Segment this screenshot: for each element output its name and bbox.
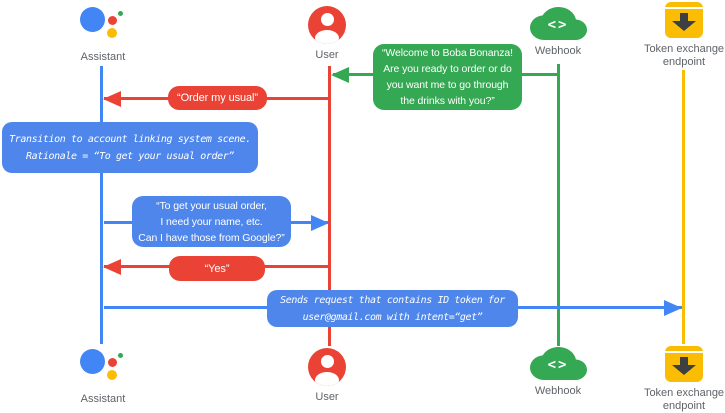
person-icon (308, 348, 346, 386)
welcome-arrowhead-icon (331, 66, 349, 83)
assistant-label: Assistant (80, 393, 126, 405)
actor-assistant-top: Assistant (43, 6, 163, 64)
download-arrow-icon (680, 13, 688, 22)
yes-arrowhead-icon (103, 258, 121, 275)
sends-arrowhead-icon (664, 299, 682, 316)
actor-token-bottom: Token exchange endpoint (624, 346, 725, 413)
actor-token-top: Token exchange endpoint (624, 2, 725, 69)
person-icon (308, 6, 346, 44)
assistant-label: Assistant (80, 51, 126, 63)
token-endpoint-label: Token exchange endpoint (643, 43, 725, 68)
actor-assistant-bottom: Assistant (43, 348, 163, 406)
user-label: User (315, 391, 339, 403)
assistant-lifeline (99, 66, 103, 344)
actor-user-top: User (267, 6, 387, 62)
download-arrow-icon (680, 357, 688, 366)
welcome-message-bubble: “Welcome to Boba Bonanza! Are you ready … (373, 44, 522, 110)
user-lifeline (328, 66, 331, 346)
google-assistant-icon (80, 348, 126, 388)
archive-download-icon (665, 2, 703, 38)
webhook-label: Webhook (534, 45, 582, 57)
transition-note-bubble: Transition to account linking system sce… (2, 122, 258, 173)
google-assistant-icon (80, 6, 126, 46)
webhook-label: Webhook (534, 385, 582, 397)
yes-message-bubble: “Yes” (169, 256, 265, 281)
user-label: User (315, 49, 339, 61)
code-brackets-glyph: <> (547, 17, 569, 33)
token-lifeline (682, 70, 685, 344)
cloud-code-icon: <> (529, 7, 587, 40)
sends-message-bubble: Sends request that contains ID token for… (267, 290, 518, 327)
order-arrowhead-icon (103, 90, 121, 107)
code-brackets-glyph: <> (547, 357, 569, 373)
archive-download-icon (665, 346, 703, 382)
usual-arrowhead-icon (311, 214, 329, 231)
actor-webhook-top: <> Webhook (498, 7, 618, 58)
token-endpoint-label: Token exchange endpoint (643, 387, 725, 412)
order-message-bubble: “Order my usual” (168, 86, 267, 110)
cloud-code-icon: <> (529, 347, 587, 380)
webhook-lifeline (556, 64, 560, 346)
usual-message-bubble: “To get your usual order, I need your na… (132, 196, 291, 247)
actor-webhook-bottom: <> Webhook (498, 347, 618, 398)
actor-user-bottom: User (267, 348, 387, 404)
